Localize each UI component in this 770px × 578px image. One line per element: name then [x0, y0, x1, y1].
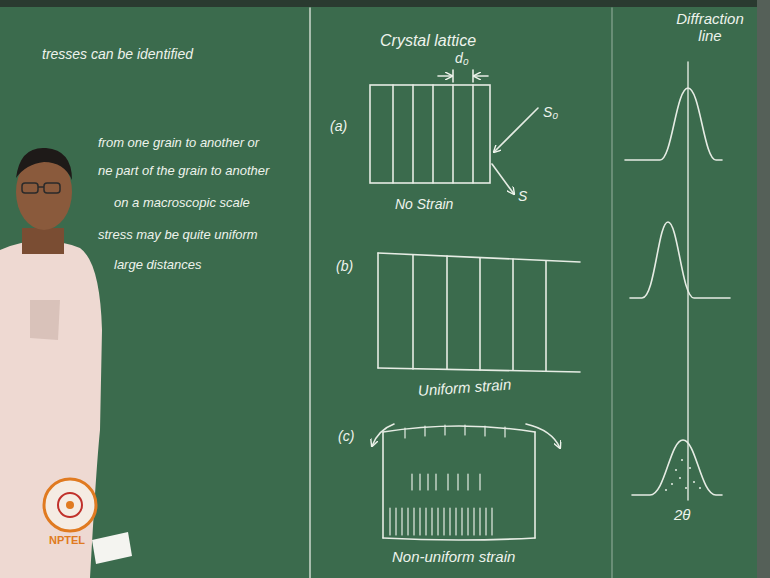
lecturer	[0, 148, 132, 578]
peak-shading	[665, 459, 701, 491]
spacing-arrows	[438, 70, 488, 82]
beam-label: S₀	[543, 104, 558, 120]
spacing-label: d₀	[455, 50, 469, 66]
case-label: (c)	[338, 428, 354, 444]
case-label: (b)	[336, 258, 353, 274]
nptel-logo	[44, 479, 96, 531]
lattice-non-uniform-strain	[372, 424, 560, 540]
note-text: tresses can be identified	[42, 46, 193, 62]
note-text: large distances	[114, 258, 201, 273]
note-text: stress may be quite uniform	[98, 228, 258, 243]
board-frame	[757, 0, 770, 578]
diffraction-peak	[625, 88, 722, 160]
lattice-no-strain	[370, 85, 490, 183]
case-caption: Non-uniform strain	[392, 548, 515, 565]
case-caption: Uniform strain	[417, 376, 511, 400]
board-frame	[0, 0, 770, 7]
note-text: on a macroscopic scale	[114, 196, 250, 211]
diffraction-peak-shifted	[630, 222, 730, 298]
column-heading: Diffraction line	[668, 10, 752, 45]
reference-line	[687, 62, 689, 500]
divider-line	[309, 8, 311, 578]
case-caption: No Strain	[395, 196, 453, 212]
divider-line	[611, 8, 613, 578]
logo-text: NPTEL	[49, 534, 85, 547]
diffracted-beam	[492, 164, 514, 194]
diffraction-peak-broadened	[632, 440, 722, 495]
beam-label: S	[518, 188, 527, 204]
case-label: (a)	[330, 118, 347, 134]
axis-label: 2θ	[674, 506, 690, 523]
note-text: ne part of the grain to another	[98, 164, 269, 179]
note-text: from one grain to another or	[98, 136, 259, 151]
column-heading: Crystal lattice	[380, 32, 476, 50]
incident-beam	[494, 108, 538, 152]
lattice-uniform-strain	[378, 253, 580, 372]
